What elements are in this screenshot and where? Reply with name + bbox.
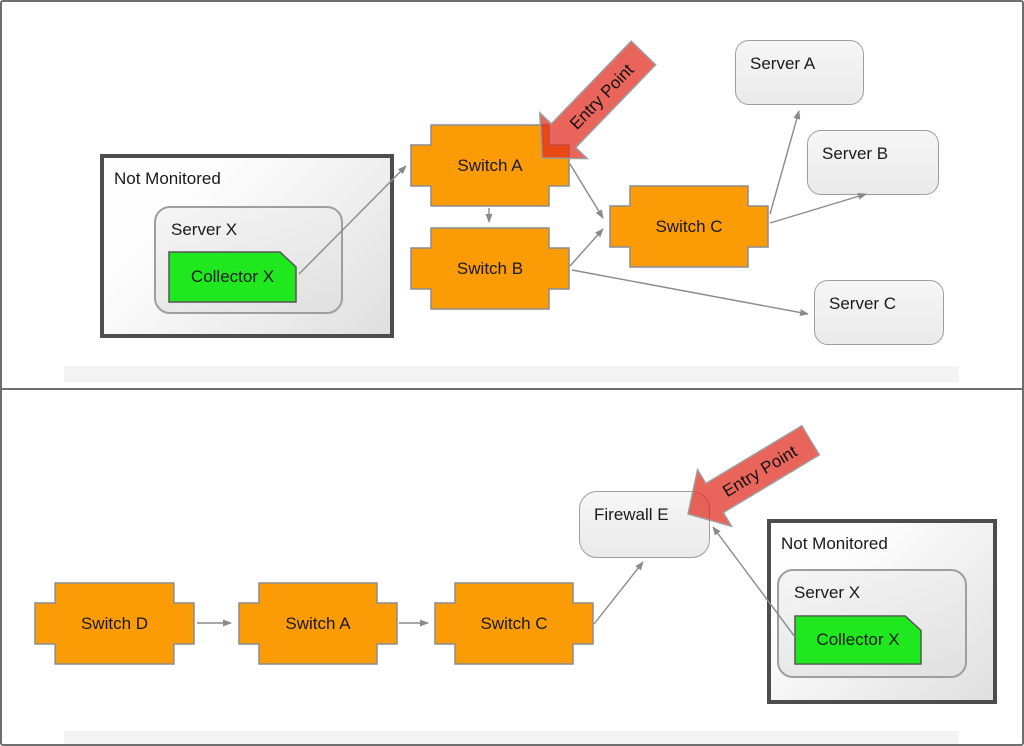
top-collector-x-node: Collector X [168,251,297,303]
top-server-x-label: Server X [171,220,238,239]
switch-shape-icon [609,185,769,268]
bottom-switch-a-node: Switch A [238,582,398,665]
bottom-entry-point-label: Entry Point [719,442,800,501]
server-c-label: Server C [829,294,897,313]
top-collector-x-label: Collector X [190,267,275,286]
top-switch-b-node: Switch B [410,227,570,310]
bottom-not-monitored-label: Not Monitored [781,534,888,553]
server-b-label: Server B [822,144,889,163]
collector-card-icon [794,615,922,665]
bottom-collector-x-node: Collector X [794,615,922,665]
top-switch-c-label: Switch C [655,216,723,236]
server-b-node: Server B [807,130,939,195]
top-switch-a-node: Switch A [410,124,570,207]
edge-switcha-switchc [569,163,604,219]
top-switch-a-label: Switch A [457,155,523,175]
top-panel-shadow-strip [64,366,959,382]
bottom-collector-x-label: Collector X [816,630,900,649]
server-a-label: Server A [750,54,816,73]
bottom-switch-a-label: Switch A [285,613,351,633]
bottom-server-x-label: Server X [794,583,861,602]
panel-divider [2,388,1022,390]
bottom-switch-c-node: Switch C [434,582,594,665]
bottom-switch-c-label: Switch C [480,613,548,633]
firewall-e-node: Firewall E [579,491,710,558]
server-a-node: Server A [735,40,864,105]
top-entry-point-label: Entry Point [566,60,638,133]
bottom-switch-d-label: Switch D [80,613,149,633]
edge-switchc-firewalle [593,561,644,625]
top-switch-b-label: Switch B [456,258,524,278]
edge-switchb-switchc [569,228,604,267]
edge-switchc-serverb [769,192,867,224]
firewall-e-label: Firewall E [594,505,669,524]
collector-card-icon [168,251,297,303]
edge-switchb-serverc [571,269,809,316]
bottom-switch-d-node: Switch D [34,582,195,665]
switch-shape-icon [410,227,570,310]
bottom-panel-shadow-strip [64,731,959,744]
top-switch-c-node: Switch C [609,185,769,268]
switch-shape-icon [238,582,398,665]
top-not-monitored-label: Not Monitored [114,169,221,188]
switch-shape-icon [434,582,594,665]
switch-shape-icon [34,582,195,665]
server-c-node: Server C [814,280,944,345]
edge-switchc-servera [769,110,801,215]
